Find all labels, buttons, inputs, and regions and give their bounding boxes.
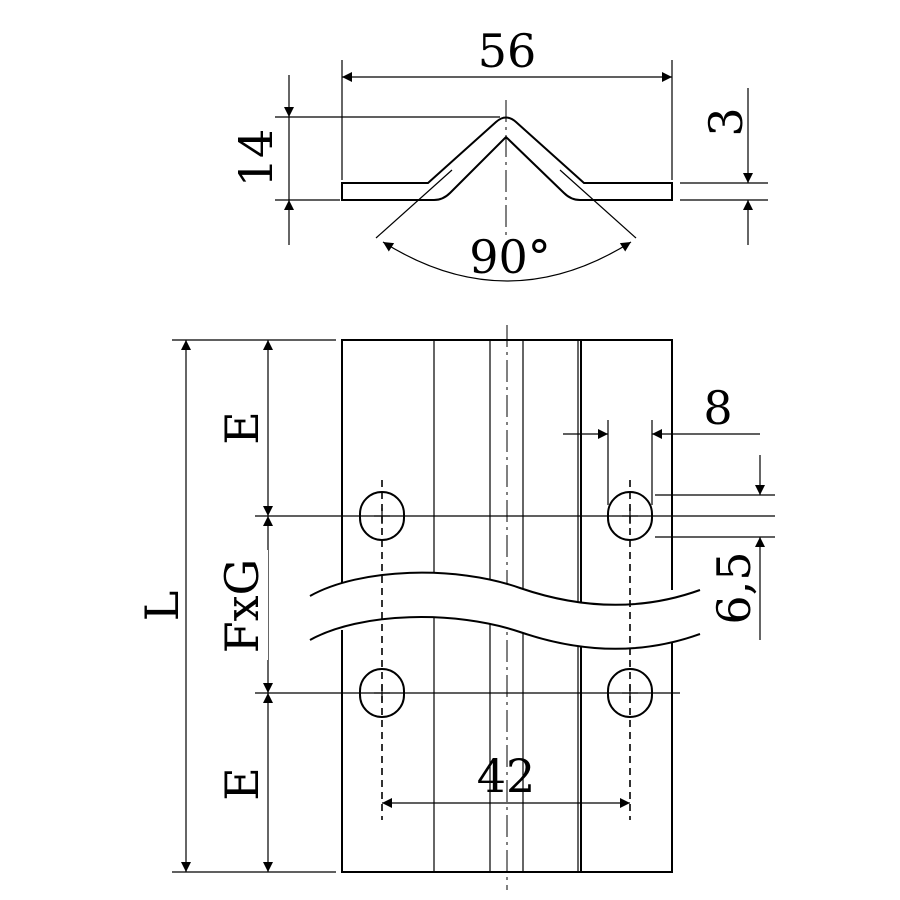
profile-view: 56 14 3 90°	[229, 24, 768, 284]
break-mask	[310, 572, 700, 649]
break-line-bottom	[309, 616, 701, 650]
FxG-label-bg	[222, 550, 268, 660]
angle-90-label: 90°	[469, 230, 551, 284]
break-line-top	[309, 571, 701, 606]
angle-arc-90	[382, 241, 632, 282]
dim-56-label: 56	[478, 24, 537, 78]
dim-E-top-label: E	[215, 411, 269, 445]
dim-3-label: 3	[699, 107, 753, 136]
dim-E-bottom-label: E	[215, 767, 269, 801]
profile-outline	[341, 116, 673, 201]
dim-65-label: 6,5	[707, 551, 761, 624]
angle-ext-right	[559, 169, 637, 239]
angle-ext-left	[375, 169, 453, 239]
dim-42-label: 42	[477, 749, 536, 803]
slot-hole-bottom-left	[359, 668, 405, 718]
dim-FxG-label: FxG	[215, 559, 269, 654]
dim-L-label: L	[135, 591, 189, 622]
dim-14-label: 14	[229, 129, 283, 188]
dim-8-label: 8	[703, 381, 732, 435]
slot-hole-bottom-right	[607, 668, 653, 718]
plate-view: L E FxG E 42 8 6,5	[135, 325, 775, 890]
slot-hole-top-right	[607, 491, 653, 541]
slot-hole-top-left	[359, 491, 405, 541]
